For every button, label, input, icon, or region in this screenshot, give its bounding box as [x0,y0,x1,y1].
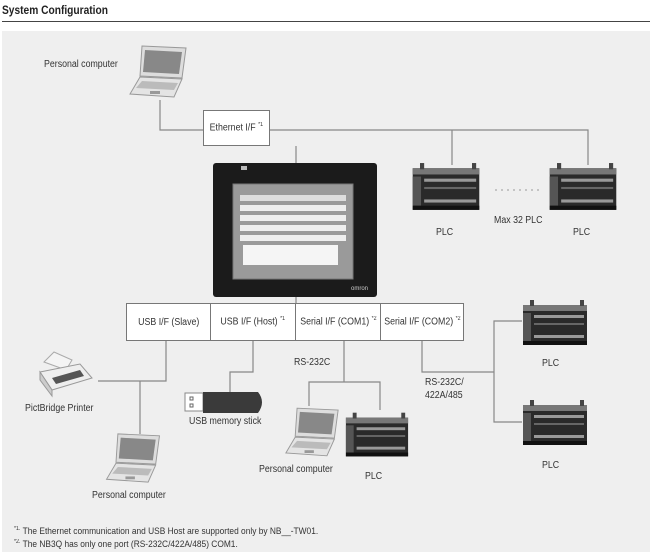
ethernet-plc-left-icon [412,163,480,210]
com1-protocol-label: RS-232C [294,357,331,368]
port-serial-com2: Serial I/F (COM2) *2 [380,303,464,341]
slave-laptop-icon [106,433,160,483]
port-label: USB I/F (Slave) [137,316,200,328]
port-serial-com1: Serial I/F (COM1) *2 [295,303,381,341]
com1-plc-label: PLC [365,471,383,482]
footnote-2: *2. The NB3Q has only one port (RS-232C/… [14,539,238,550]
com2-plc-top-label: PLC [542,358,560,369]
port-label: USB I/F (Host) [220,316,278,328]
com2-plc-top-icon [523,300,587,345]
printer-label: PictBridge Printer [25,403,94,414]
page-title: System Configuration [2,3,108,17]
max-plc-label: Max 32 PLC [494,215,543,226]
connection-lines [98,100,589,434]
printer-icon [39,351,93,398]
port-usb-slave: USB I/F (Slave) [126,303,211,341]
port-note: *1 [280,316,286,323]
port-note: *2 [371,316,377,323]
com2-plc-bottom-label: PLC [542,460,560,471]
footnote-mark: *2. [14,539,21,545]
top-laptop-icon [129,45,187,98]
ethernet-plc-right-label: PLC [573,227,591,238]
com1-pc-label: Personal computer [259,464,333,475]
com2-protocol-line1: RS-232C/ [425,377,464,388]
ethernet-interface-box: Ethernet I/F *1 [203,110,270,146]
ethernet-plc-left-label: PLC [436,227,454,238]
hmi-brand: omron [351,286,368,292]
ethernet-label: Ethernet I/F [209,122,256,134]
footnote-text: The NB3Q has only one port (RS-232C/422A… [22,539,238,551]
usb-stick-icon [184,392,262,413]
hmi-terminal-icon: omron [213,163,377,297]
top-pc-label: Personal computer [44,59,118,70]
title-rule [2,21,650,22]
footnote-1: *1. The Ethernet communication and USB H… [14,526,318,537]
com2-protocol-line2: 422A/485 [425,390,463,401]
footnote-text: The Ethernet communication and USB Host … [22,526,319,538]
footnote-mark: *1. [14,526,21,532]
com1-laptop-icon [285,407,339,457]
port-label: Serial I/F (COM2) [383,316,453,328]
port-usb-host: USB I/F (Host) *1 [210,303,296,341]
ethernet-note: *1 [258,122,264,129]
com2-plc-bottom-icon [523,400,587,445]
port-label: Serial I/F (COM1) [299,316,369,328]
usb-stick-label: USB memory stick [189,416,262,427]
port-note: *2 [455,316,461,323]
ethernet-plc-right-icon [549,163,617,210]
slave-pc-label: Personal computer [92,490,166,501]
com1-plc-icon [345,412,409,457]
